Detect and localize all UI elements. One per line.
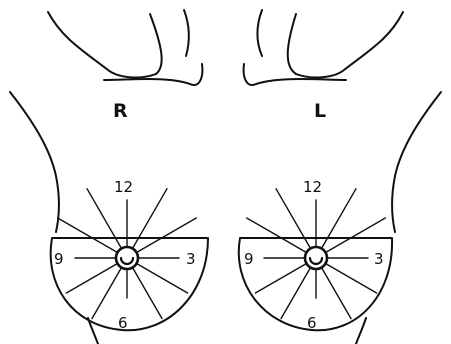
left-neck-line <box>288 14 296 74</box>
left-areola <box>305 247 327 269</box>
right-clock-6: 6 <box>118 314 128 332</box>
left-clavicle <box>244 64 346 85</box>
torso-outline <box>10 92 441 232</box>
right-torso-line <box>10 92 59 232</box>
left-shoulder-curve <box>296 12 403 77</box>
right-breast-clock: 12 3 6 9 <box>51 178 208 332</box>
left-torso-line <box>392 92 441 232</box>
center-neck-right <box>258 10 263 56</box>
left-clock-9: 9 <box>244 250 254 268</box>
right-spoke-2 <box>137 218 196 252</box>
neck-shoulder-outline <box>48 10 403 85</box>
right-side-label: R <box>113 100 128 122</box>
right-spoke-10 <box>58 218 117 252</box>
right-shoulder-curve <box>48 12 156 77</box>
right-areola <box>116 247 138 269</box>
left-clock-12: 12 <box>303 178 322 196</box>
left-breast-clock: 12 3 6 9 <box>239 178 392 332</box>
lower-left-line <box>356 318 366 344</box>
right-neck-line <box>150 14 162 74</box>
left-clock-6: 6 <box>307 314 317 332</box>
right-clock-9: 9 <box>54 250 64 268</box>
center-neck-left <box>184 10 189 56</box>
left-spoke-2 <box>326 218 385 252</box>
left-spoke-10 <box>247 218 306 252</box>
left-clock-3: 3 <box>374 250 384 268</box>
right-clock-12: 12 <box>114 178 133 196</box>
left-side-label: L <box>314 100 326 122</box>
right-clock-3: 3 <box>186 250 196 268</box>
